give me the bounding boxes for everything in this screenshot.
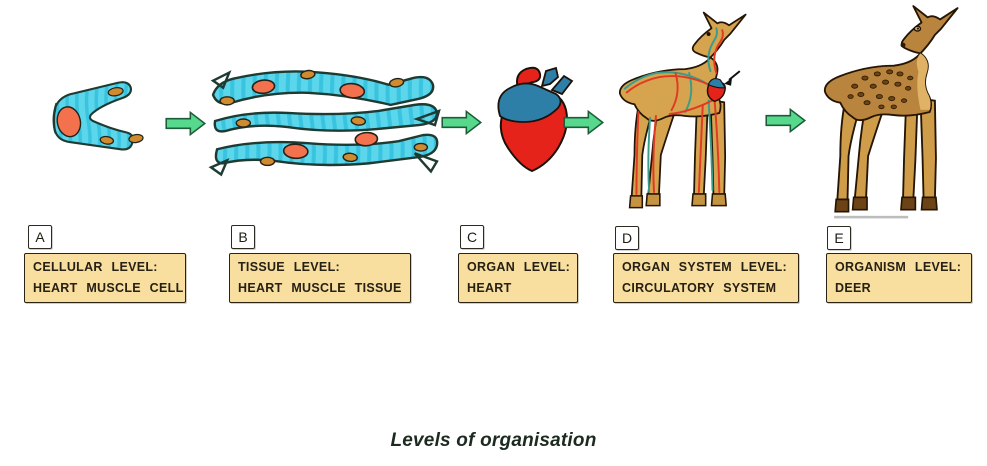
label-line: HEART [467, 281, 512, 295]
letter-badge-e: E [827, 226, 851, 250]
label-line: DEER [835, 281, 871, 295]
heart-illustration [497, 66, 574, 173]
label-line: HEART MUSCLE CELL [33, 281, 184, 295]
letter-badge-d: D [615, 226, 639, 250]
deer-spots [847, 69, 914, 110]
label-line: TISSUE LEVEL: [238, 260, 340, 274]
right-arrow-icon [563, 109, 605, 136]
heart-muscle-tissue-illustration [208, 69, 441, 177]
label-line: CIRCULATORY SYSTEM [622, 281, 777, 295]
label-box-cellular-level: CELLULAR LEVEL: HEART MUSCLE CELL [24, 253, 186, 303]
label-line: ORGANISM LEVEL: [835, 260, 962, 274]
label-box-tissue-level: TISSUE LEVEL: HEART MUSCLE TISSUE [229, 253, 411, 303]
heart-muscle-cell-illustration [52, 81, 144, 151]
deer-illustration [823, 5, 959, 219]
right-arrow-icon [441, 109, 483, 136]
right-arrow-icon [765, 107, 807, 134]
label-box-organism-level: ORGANISM LEVEL: DEER [826, 253, 972, 303]
label-box-organ-level: ORGAN LEVEL: HEART [458, 253, 578, 303]
deer-circulatory-system-illustration [618, 11, 747, 209]
label-line: ORGAN SYSTEM LEVEL: [622, 260, 788, 274]
right-arrow-icon [165, 110, 207, 137]
label-line: CELLULAR LEVEL: [33, 260, 158, 274]
label-line: ORGAN LEVEL: [467, 260, 571, 274]
letter-badge-b: B [231, 225, 255, 249]
letter-badge-c: C [460, 225, 484, 249]
ground-shadow [834, 215, 909, 219]
letter-badge-a: A [28, 225, 52, 249]
label-box-organ-system-level: ORGAN SYSTEM LEVEL: CIRCULATORY SYSTEM [613, 253, 799, 303]
label-line: HEART MUSCLE TISSUE [238, 281, 402, 295]
figure-caption: Levels of organisation [390, 430, 597, 451]
